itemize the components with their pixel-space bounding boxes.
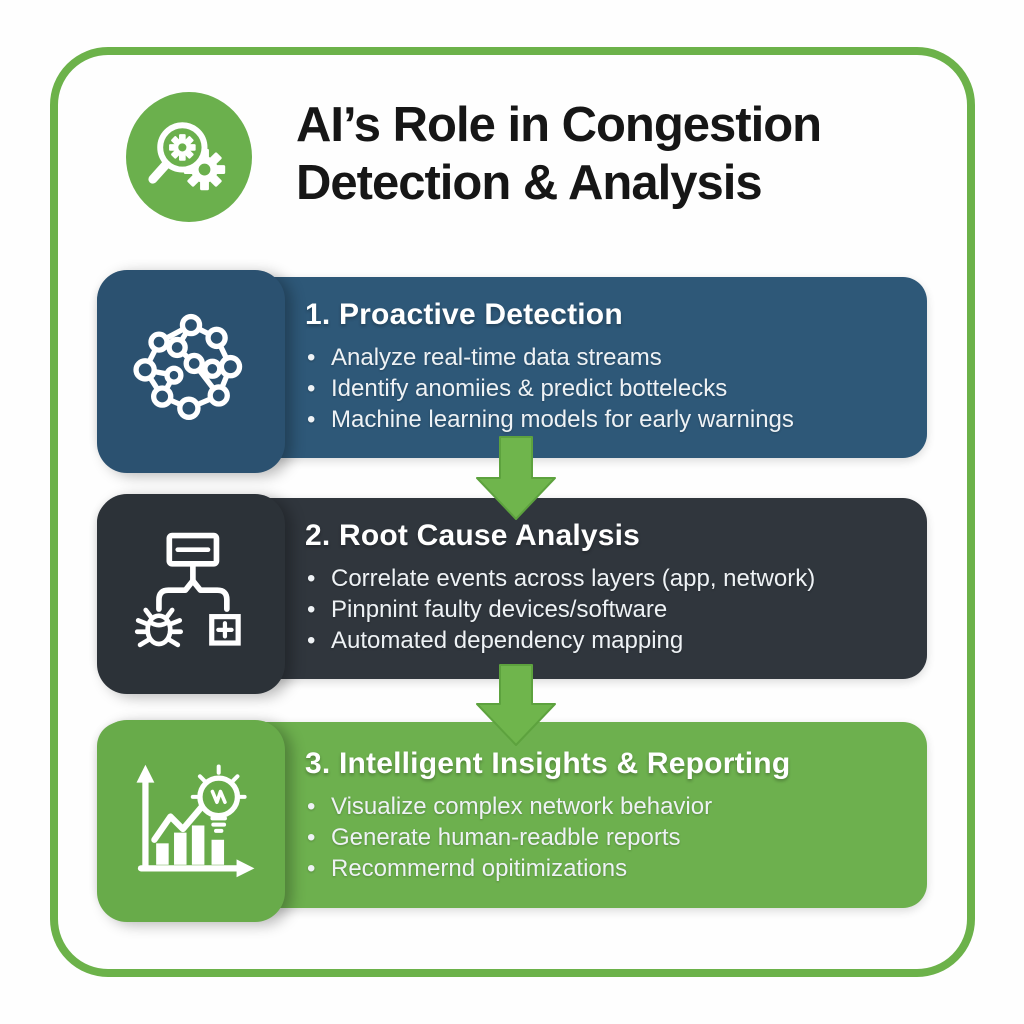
chart-lightbulb-glyph (136, 764, 255, 878)
bullet-item: Identify anomiies & predict bottelecks (305, 373, 901, 404)
page-title-line1: AI’s Role in Congestion (296, 98, 822, 152)
chart-lightbulb-icon (97, 720, 285, 922)
magnifier-gear-icon (126, 92, 252, 222)
fault-tree-bug-icon (97, 494, 285, 694)
network-nodes-glyph (133, 313, 243, 420)
bullet-item: Automated dependency mapping (305, 625, 901, 656)
bullet-item: Visualize complex network behavior (305, 791, 901, 822)
section-3-bullets: Visualize complex network behavior Gener… (305, 791, 901, 884)
page-title: AI’s Role in Congestion Detection & Anal… (296, 96, 936, 212)
page-title-line2: Detection & Analysis (296, 156, 763, 210)
bullet-item: Machine learning models for early warnin… (305, 404, 901, 435)
down-arrow-icon (476, 664, 556, 746)
section-3-heading: 3. Intelligent Insights & Reporting (305, 747, 791, 780)
section-1-bullets: Analyze real-time data streams Identify … (305, 342, 901, 435)
bullet-item: Analyze real-time data streams (305, 342, 901, 373)
border-frame (50, 47, 975, 977)
bullet-item: Recommernd opitimizations (305, 853, 901, 884)
fault-tree-bug-glyph (134, 532, 241, 648)
section-2-bullets: Correlate events across layers (app, net… (305, 563, 901, 656)
section-2-heading: 2. Root Cause Analysis (305, 519, 641, 552)
bullet-item: Pinpnint faulty devices/software (305, 594, 901, 625)
network-nodes-icon (97, 270, 285, 473)
section-1-heading: 1. Proactive Detection (305, 298, 623, 331)
bullet-item: Generate human-readble reports (305, 822, 901, 853)
down-arrow-icon (476, 436, 556, 520)
magnifier-gear-glyph (148, 122, 226, 191)
bullet-item: Correlate events across layers (app, net… (305, 563, 901, 594)
